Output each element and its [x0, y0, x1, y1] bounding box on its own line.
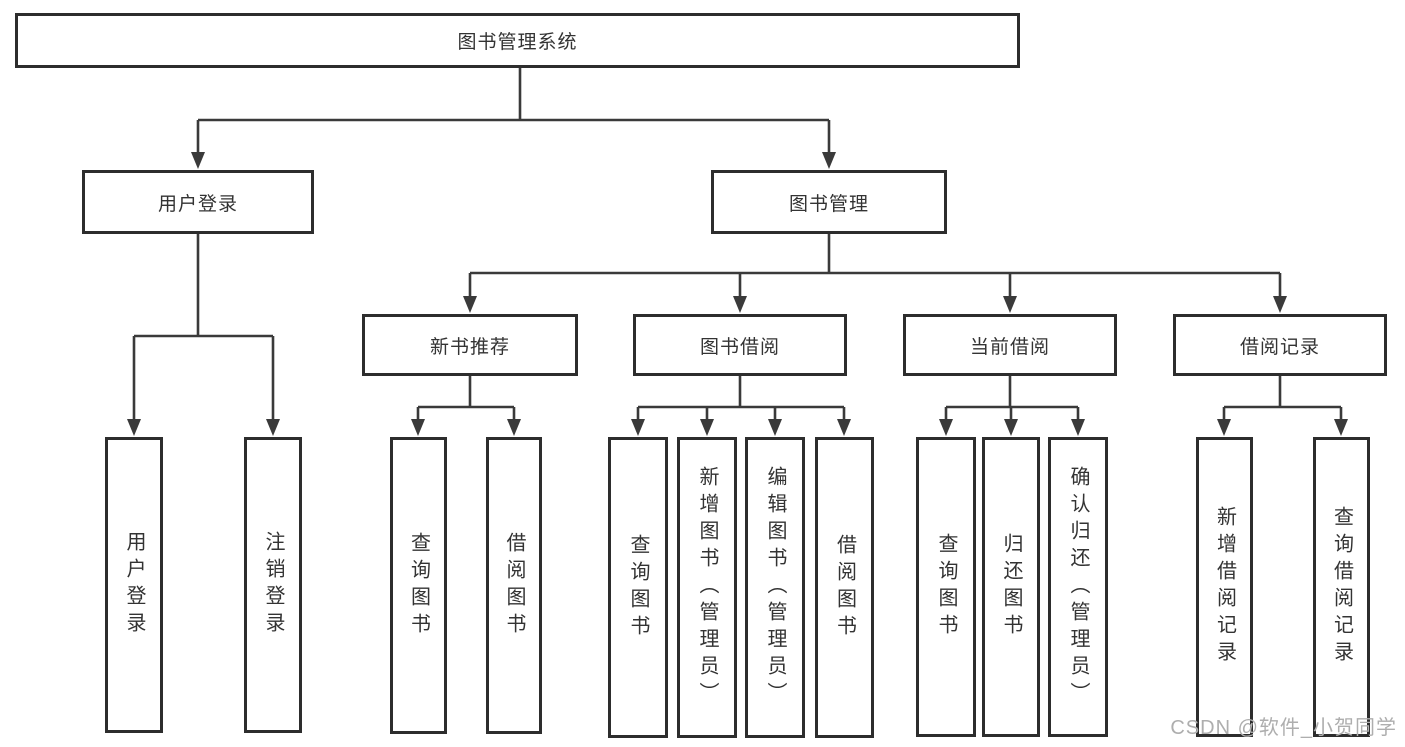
leaf-confirm-return-admin-label: 确认归还（管理员） [1067, 465, 1089, 709]
leaf-add-borrow-record-label: 新增借阅记录 [1213, 506, 1236, 668]
node-borrow-records-label: 借阅记录 [1239, 336, 1320, 358]
leaf-query-borrow-record: 查询借阅记录 [1313, 437, 1370, 737]
leaf-borrow-books-borrow: 借阅图书 [815, 437, 874, 738]
leaf-query-books-recommend: 查询图书 [390, 437, 447, 734]
node-current-borrow-label: 当前借阅 [969, 336, 1050, 358]
leaf-query-books-borrow: 查询图书 [608, 437, 668, 738]
node-current-borrow: 当前借阅 [903, 314, 1117, 376]
leaf-edit-book-admin: 编辑图书（管理员） [745, 437, 805, 738]
node-root-label: 图书管理系统 [457, 32, 578, 53]
leaf-confirm-return-admin: 确认归还（管理员） [1048, 437, 1108, 737]
node-book-management-label: 图书管理 [788, 193, 869, 215]
leaf-add-book-admin-label: 新增图书（管理员） [696, 466, 718, 709]
node-user-login-label: 用户登录 [157, 193, 238, 215]
node-book-borrow-label: 图书借阅 [699, 336, 780, 358]
node-root: 图书管理系统 [15, 13, 1020, 68]
leaf-user-login: 用户登录 [105, 437, 163, 733]
node-new-book-recommend: 新书推荐 [362, 314, 578, 376]
leaf-add-book-admin: 新增图书（管理员） [677, 437, 737, 738]
node-book-borrow: 图书借阅 [633, 314, 847, 376]
leaf-query-books-borrow-label: 查询图书 [627, 533, 649, 642]
leaf-add-borrow-record: 新增借阅记录 [1196, 437, 1253, 737]
leaf-return-books: 归还图书 [982, 437, 1040, 737]
leaf-logout-label: 注销登录 [262, 531, 284, 639]
leaf-query-books-recommend-label: 查询图书 [407, 531, 430, 640]
leaf-edit-book-admin-label: 编辑图书（管理员） [764, 466, 786, 709]
leaf-user-login-label: 用户登录 [123, 531, 145, 639]
leaf-borrow-books-recommend: 借阅图书 [486, 437, 542, 734]
leaf-query-books-current-label: 查询图书 [935, 533, 957, 641]
leaf-borrow-books-borrow-label: 借阅图书 [833, 533, 856, 642]
node-borrow-records: 借阅记录 [1173, 314, 1387, 376]
csdn-watermark: CSDN @软件_小贺同学 [1170, 717, 1397, 739]
node-new-book-recommend-label: 新书推荐 [429, 336, 510, 358]
leaf-logout: 注销登录 [244, 437, 302, 733]
leaf-query-books-current: 查询图书 [916, 437, 976, 737]
leaf-query-borrow-record-label: 查询借阅记录 [1330, 506, 1353, 668]
node-user-login: 用户登录 [82, 170, 314, 234]
node-book-management: 图书管理 [711, 170, 947, 234]
leaf-borrow-books-recommend-label: 借阅图书 [503, 531, 525, 640]
leaf-return-books-label: 归还图书 [1000, 533, 1022, 641]
